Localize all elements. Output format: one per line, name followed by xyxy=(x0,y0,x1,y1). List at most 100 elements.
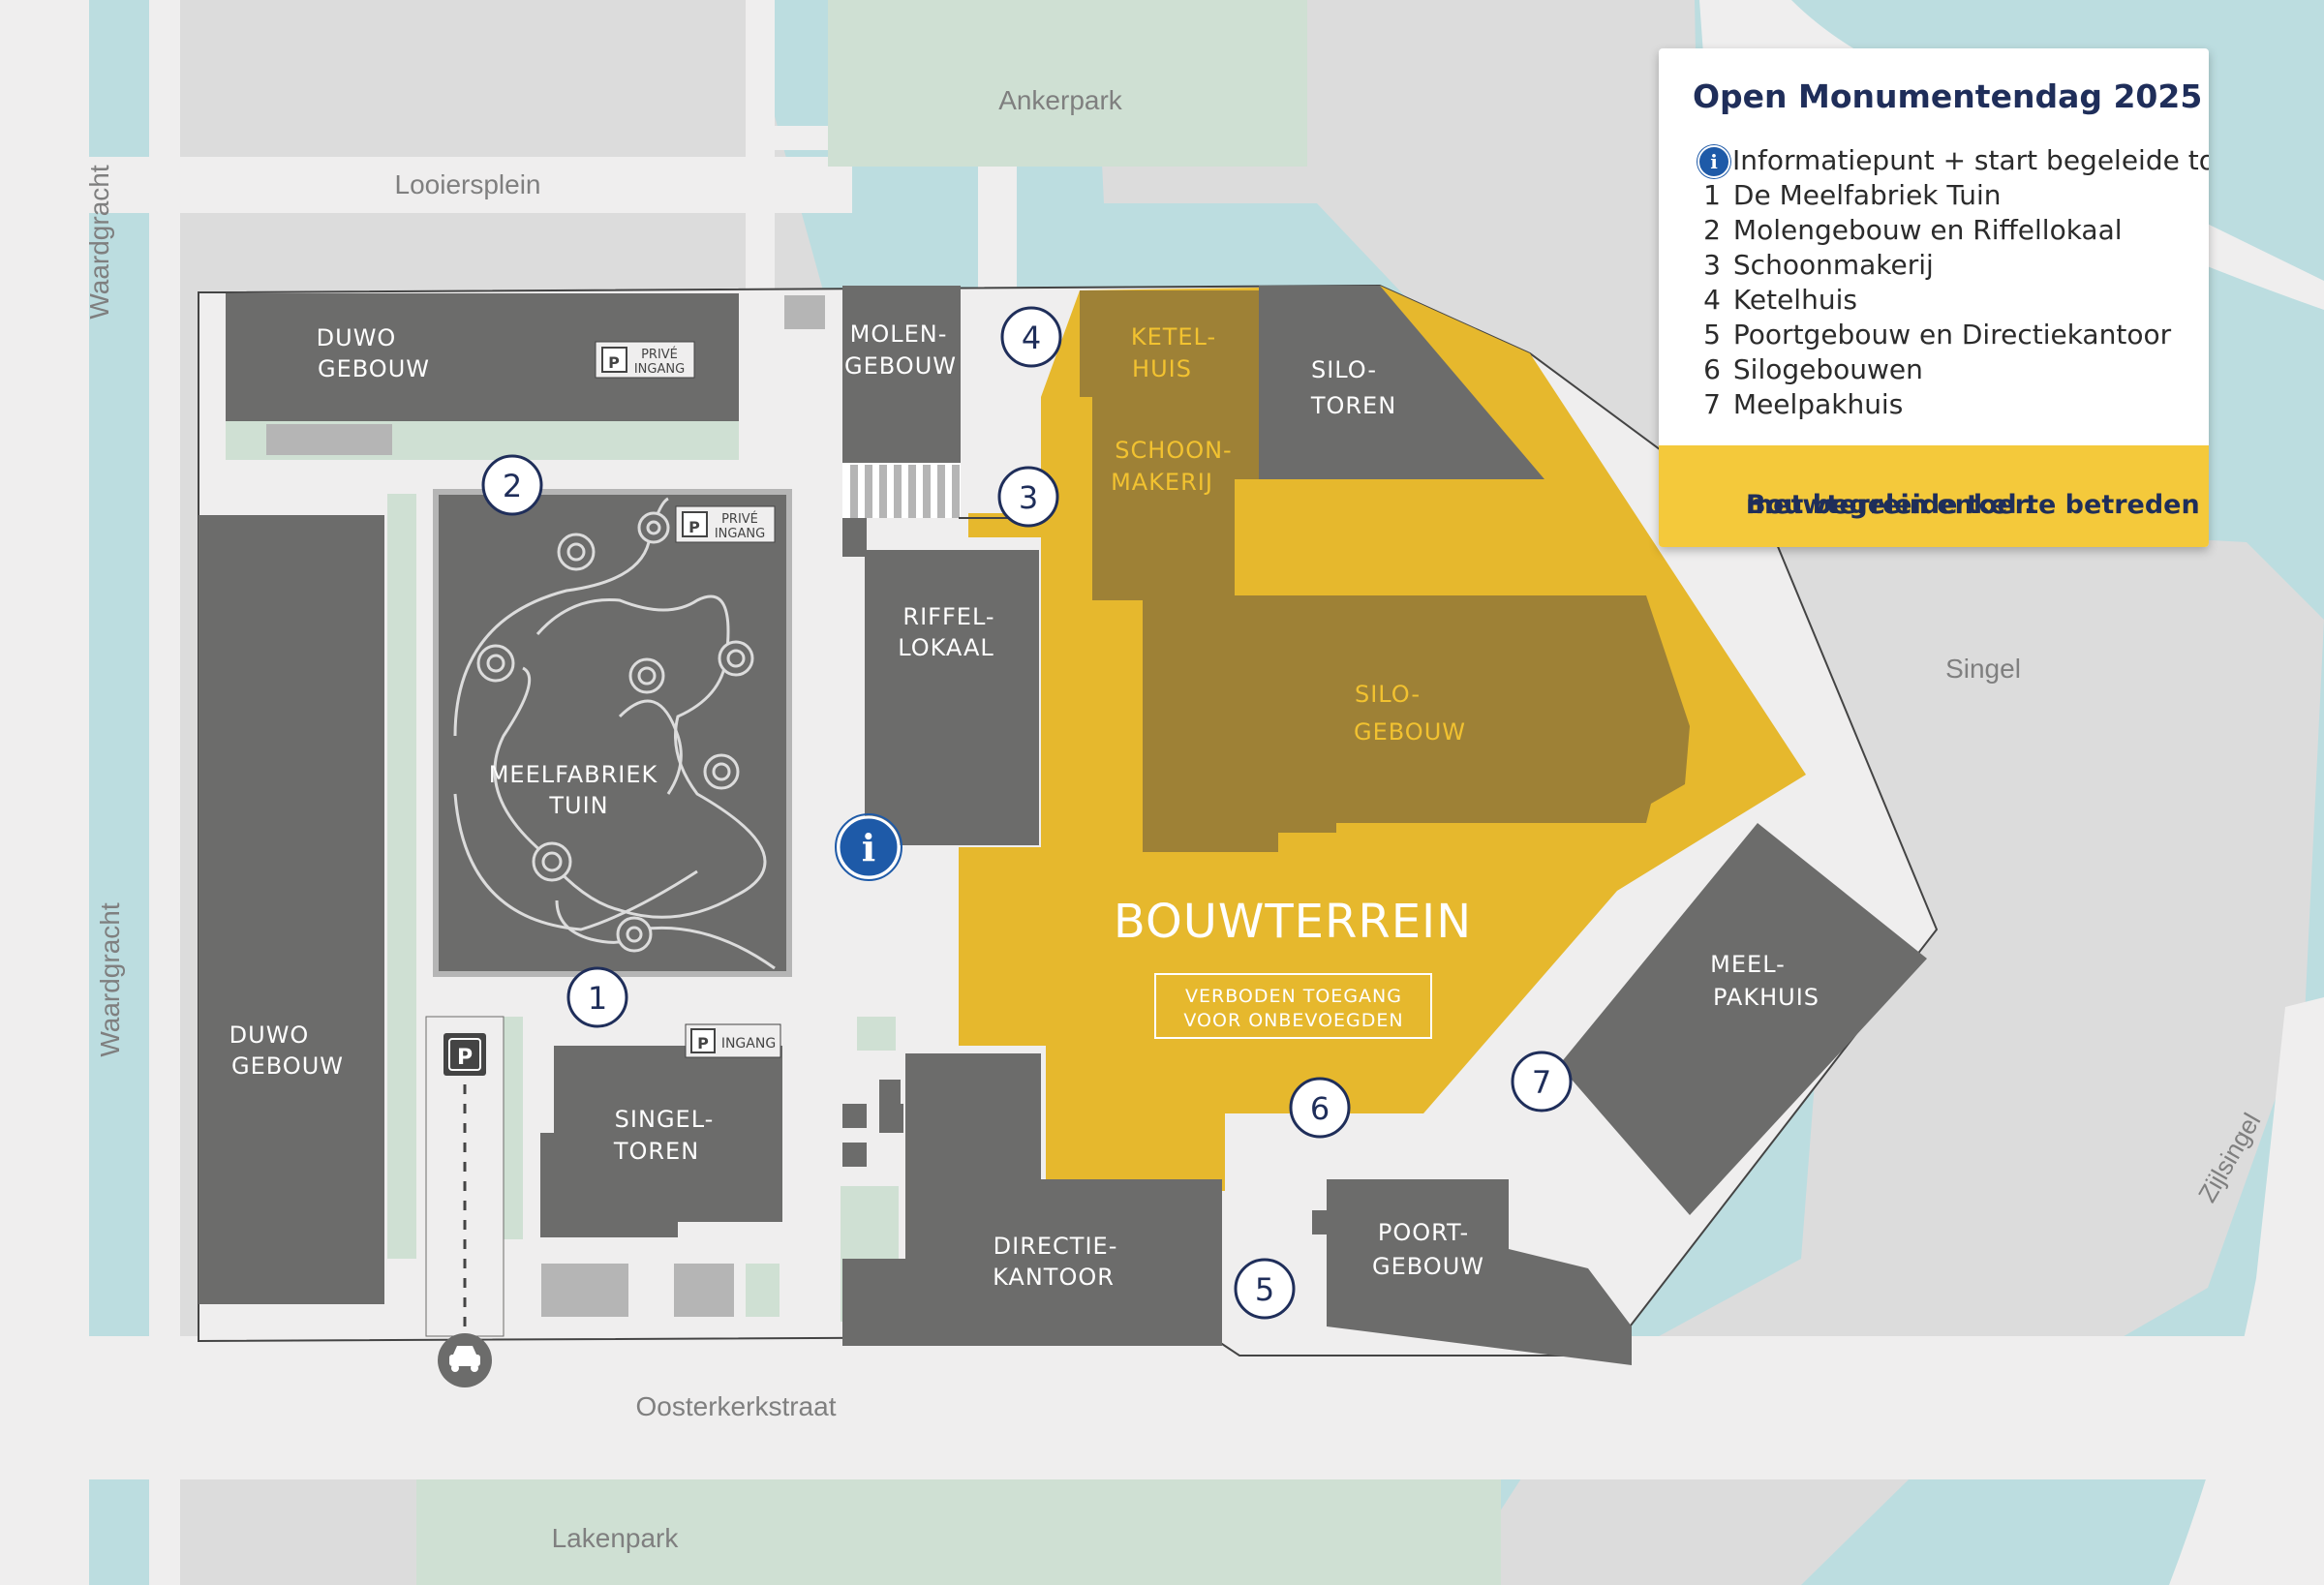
marker-7-label: 7 xyxy=(1532,1064,1551,1101)
legend-item-number: 1 xyxy=(1703,179,1721,211)
street-looiersplein: Looiersplein xyxy=(395,169,541,199)
legend-item: 6 Silogebouwen xyxy=(1697,352,2209,387)
legend-item: 7 Meelpakhuis xyxy=(1697,387,2209,422)
prive-label: PRIVÉ xyxy=(641,347,678,362)
ingang-label: INGANG xyxy=(634,362,685,377)
label-duwo-top-1: DUWO xyxy=(317,324,397,351)
street-singel: Singel xyxy=(1945,654,2021,684)
label-tuin-2: TUIN xyxy=(548,792,608,819)
info-icon: i xyxy=(862,826,875,869)
marker-6-label: 6 xyxy=(1310,1090,1330,1127)
bouwterrein-title: BOUWTERREIN xyxy=(1114,895,1472,949)
legend-item-number: 4 xyxy=(1703,284,1721,316)
label-riffel-1: RIFFEL- xyxy=(902,603,994,630)
street-lakenpark: Lakenpark xyxy=(552,1523,680,1553)
meelfabriek-tuin xyxy=(433,489,792,977)
legend-item-number: 5 xyxy=(1703,319,1721,351)
small-blocks xyxy=(842,1080,1327,1234)
marker-3[interactable]: 3 xyxy=(997,466,1059,528)
marker-6[interactable]: 6 xyxy=(1289,1077,1351,1139)
legend-item: 5 Poortgebouw en Directiekantoor xyxy=(1697,318,2209,352)
label-duwo-top-2: GEBOUW xyxy=(318,355,430,382)
label-molen-1: MOLEN- xyxy=(850,320,948,348)
label-duwo-left-2: GEBOUW xyxy=(231,1052,344,1080)
ingang-label: INGANG xyxy=(715,527,765,541)
crosswalk xyxy=(842,463,961,518)
marker-7[interactable]: 7 xyxy=(1511,1051,1573,1113)
marker-3-label: 3 xyxy=(1019,479,1038,516)
label-riffel-2: LOKAAL xyxy=(898,634,994,661)
legend-item-label: De Meelfabriek Tuin xyxy=(1732,179,2002,211)
label-meelpakhuis-2: PAKHUIS xyxy=(1713,984,1819,1011)
legend-item: 1 De Meelfabriek Tuin xyxy=(1697,178,2209,213)
label-poort-2: GEBOUW xyxy=(1372,1253,1484,1280)
riffellokaal xyxy=(865,550,1039,845)
meelpakhuis xyxy=(1559,823,1927,1215)
parking-sign: P xyxy=(443,1033,486,1076)
legend-item-number: 2 xyxy=(1703,214,1721,246)
label-singeltoren-1: SINGEL- xyxy=(615,1106,715,1133)
marker-5[interactable]: 5 xyxy=(1234,1258,1296,1320)
verboden-sign-border xyxy=(1154,973,1432,1039)
marker-4-label: 4 xyxy=(1022,320,1041,356)
legend-item-label: Schoonmakerij xyxy=(1732,249,1934,281)
info-icon: i xyxy=(1697,145,1730,178)
marker-4[interactable]: 4 xyxy=(1000,306,1062,368)
label-duwo-left-1: DUWO xyxy=(229,1021,310,1049)
label-silogebouw-2: GEBOUW xyxy=(1354,718,1466,746)
construction-dark xyxy=(1080,290,1690,852)
legend-item-label: Silogebouwen xyxy=(1732,353,1923,385)
street-waardgracht-top: Waardgracht xyxy=(84,165,114,319)
legend-item-label: Meelpakhuis xyxy=(1732,388,1904,420)
legend-warning-line-1: Bouwterrein enkel te betreden xyxy=(1746,490,2200,520)
poortgebouw xyxy=(1327,1179,1632,1365)
car-icon xyxy=(438,1333,492,1387)
label-schoon-2: MAKERIJ xyxy=(1111,469,1213,496)
prive-ingang-top: P PRIVÉ INGANG xyxy=(595,341,695,379)
label-directie-1: DIRECTIE- xyxy=(994,1233,1118,1260)
marker-2-label: 2 xyxy=(503,468,522,504)
ingang-badge: P INGANG xyxy=(685,1023,781,1058)
label-silotoren-2: TOREN xyxy=(1310,392,1396,419)
buildings xyxy=(199,286,1927,1365)
tuin-trees xyxy=(476,511,754,953)
svg-text:P: P xyxy=(688,518,700,536)
legend-item-number: 7 xyxy=(1703,388,1721,420)
legend-warning-line-2: met begeleide toer. xyxy=(1746,490,2034,520)
label-silotoren-1: SILO- xyxy=(1311,356,1377,383)
legend-item: 2 Molengebouw en Riffellokaal xyxy=(1697,213,2209,248)
silotoren xyxy=(1259,286,1544,479)
directiekantoor xyxy=(842,1053,1222,1346)
label-ketel-1: KETEL- xyxy=(1131,323,1216,351)
marker-5-label: 5 xyxy=(1255,1271,1274,1308)
label-schoon-1: SCHOON- xyxy=(1115,437,1232,464)
label-singeltoren-2: TOREN xyxy=(613,1138,699,1165)
parking-p-label: P xyxy=(457,1046,473,1070)
legend-item: 3 Schoonmakerij xyxy=(1697,248,2209,283)
svg-text:P: P xyxy=(697,1034,709,1052)
legend-item: 4 Ketelhuis xyxy=(1697,283,2209,318)
label-tuin-1: MEELFABRIEK xyxy=(489,761,658,788)
info-point-marker[interactable]: i xyxy=(835,813,902,881)
prive-ingang-tuin: P PRIVÉ INGANG xyxy=(675,505,776,543)
verboden-line-2: VOOR ONBEVOEGDEN xyxy=(1183,1010,1403,1031)
prive-label: PRIVÉ xyxy=(721,511,758,527)
ingang-label: INGANG xyxy=(721,1036,776,1052)
label-silogebouw-1: SILO- xyxy=(1355,681,1421,708)
street-ankerpark: Ankerpark xyxy=(998,85,1123,115)
marker-2[interactable]: 2 xyxy=(481,454,543,516)
label-meelpakhuis-1: MEEL- xyxy=(1710,951,1786,978)
duwo-gebouw-left xyxy=(199,515,384,1304)
legend-item-label: Molengebouw en Riffellokaal xyxy=(1732,214,2123,246)
legend-title: Open Monumentendag 2025 xyxy=(1693,77,2203,115)
legend-item-number: 6 xyxy=(1703,353,1721,385)
label-ketel-2: HUIS xyxy=(1132,355,1192,382)
label-molen-2: GEBOUW xyxy=(844,352,957,380)
street-oosterkerkstraat: Oosterkerkstraat xyxy=(636,1391,837,1421)
verboden-line-1: VERBODEN TOEGANG xyxy=(1185,986,1402,1007)
marker-1[interactable]: 1 xyxy=(566,966,628,1028)
